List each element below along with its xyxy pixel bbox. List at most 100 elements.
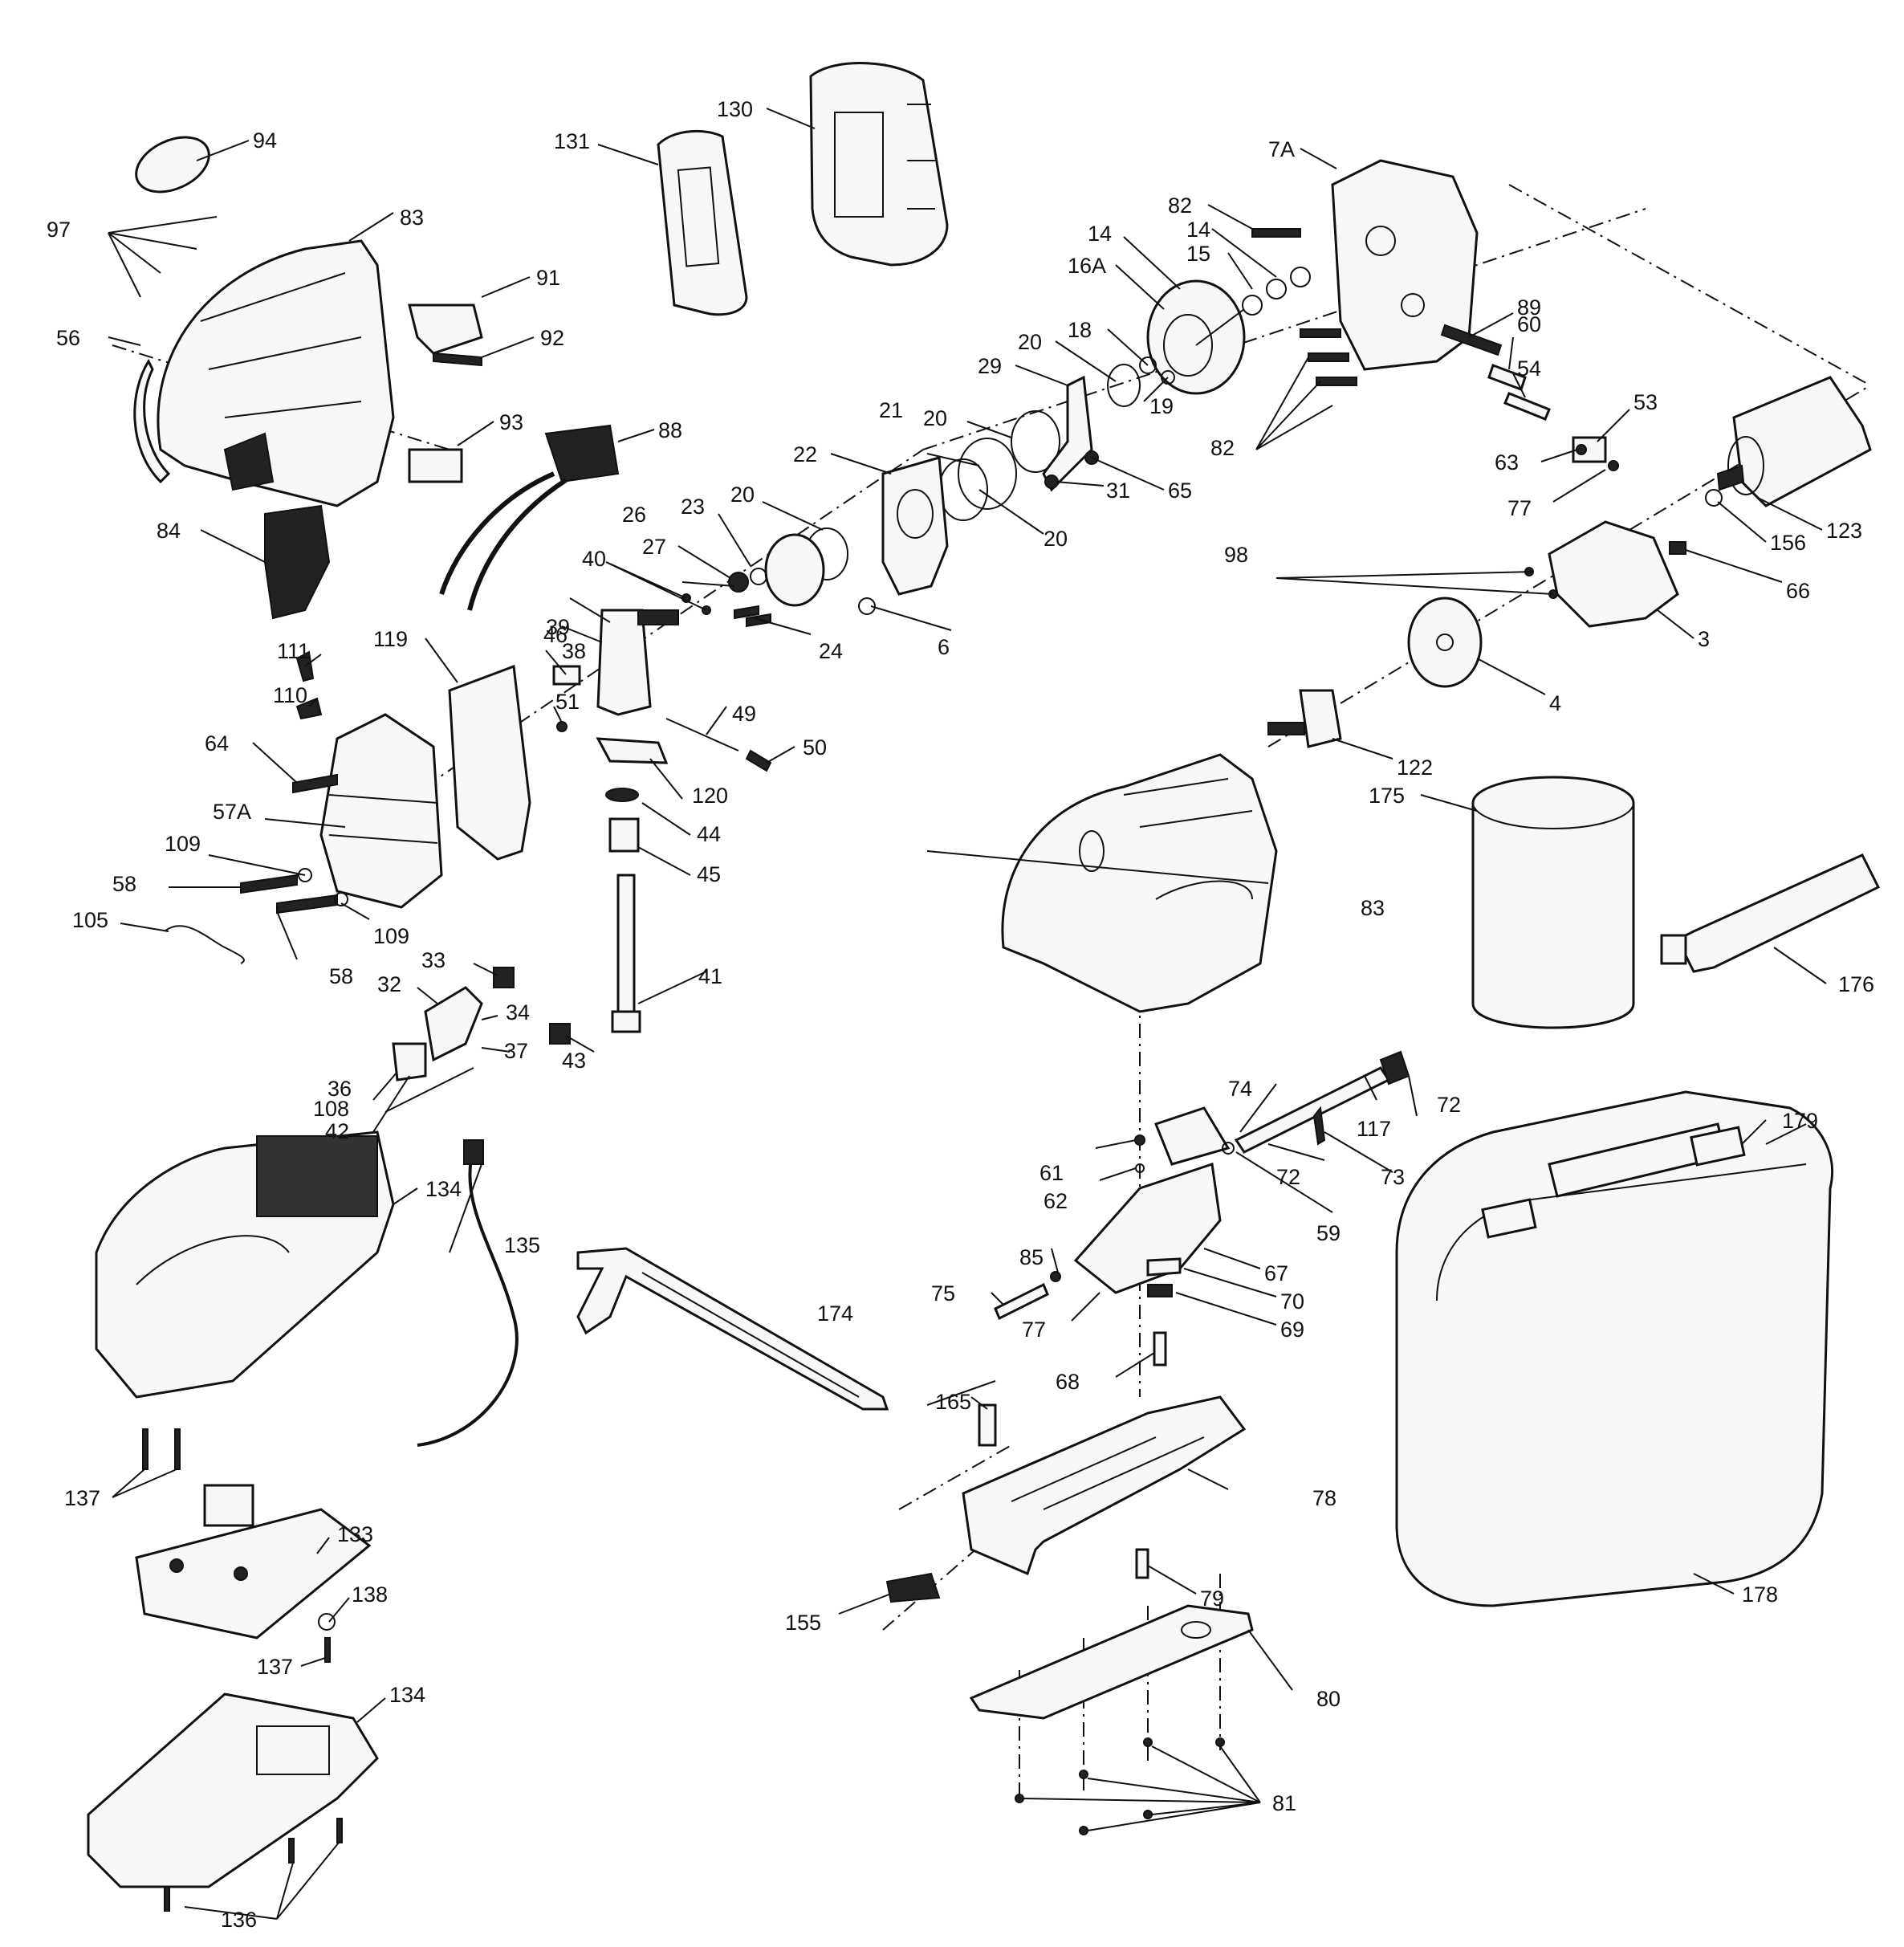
part-7A-gear-housing: [1331, 159, 1479, 371]
label-56: 56: [56, 326, 80, 350]
part-70-69-clips: [1146, 1257, 1182, 1297]
label-136: 136: [221, 1908, 257, 1932]
label-23: 23: [681, 495, 705, 519]
label-74: 74: [1228, 1077, 1252, 1101]
label-82-top: 82: [1168, 193, 1192, 218]
label-73: 73: [1381, 1165, 1405, 1189]
label-83-top: 83: [400, 206, 424, 230]
label-179: 179: [1782, 1109, 1818, 1133]
label-37: 37: [504, 1039, 528, 1063]
label-20-d: 20: [730, 483, 755, 507]
part-93-switch-bracket: [408, 448, 463, 483]
label-20-a: 20: [1018, 330, 1042, 354]
part-64-screw: [292, 773, 338, 794]
label-80: 80: [1316, 1687, 1341, 1711]
label-26: 26: [622, 503, 646, 527]
label-27: 27: [642, 535, 666, 559]
label-31: 31: [1106, 479, 1130, 503]
part-119-gasket: [448, 664, 531, 861]
part-134-charger-top: [95, 1130, 395, 1399]
part-14-washers: [1242, 267, 1311, 316]
label-16A: 16A: [1068, 254, 1106, 278]
part-111-110-clips: [295, 650, 323, 720]
label-41: 41: [698, 964, 722, 988]
label-133: 133: [337, 1522, 373, 1546]
part-6-washer: [858, 597, 876, 615]
label-50: 50: [803, 735, 827, 760]
part-75-85-pin-washer: [994, 1271, 1061, 1321]
part-174-rip-fence: [576, 1247, 889, 1411]
label-155: 155: [785, 1611, 821, 1635]
label-40: 40: [582, 547, 606, 571]
part-81-screws: [1015, 1737, 1225, 1835]
label-42: 42: [325, 1119, 349, 1143]
label-44: 44: [697, 822, 721, 846]
part-20-rings: [805, 364, 1141, 580]
part-92-spring: [433, 352, 482, 367]
part-66-clip: [1669, 541, 1686, 555]
label-88: 88: [658, 418, 682, 442]
label-72-bottom: 72: [1276, 1165, 1300, 1189]
part-178-carry-case: [1395, 1090, 1834, 1607]
part-89-60-54-pins: [1440, 324, 1551, 421]
label-33: 33: [421, 948, 445, 972]
part-58-109-screws: [240, 868, 348, 914]
label-156: 156: [1770, 531, 1806, 555]
part-94-label-plate: [135, 136, 210, 193]
label-175: 175: [1369, 784, 1405, 808]
label-53: 53: [1633, 390, 1658, 414]
part-26-27-bushing: [728, 568, 767, 593]
label-68: 68: [1056, 1370, 1080, 1394]
part-156-ring: [1705, 489, 1723, 507]
label-51: 51: [555, 690, 580, 714]
label-58-left: 58: [112, 872, 136, 896]
part-130-battery-pack: [809, 62, 949, 267]
label-111: 111: [277, 639, 310, 663]
part-105-wire-spring: [164, 925, 245, 964]
part-135-power-cord: [417, 1139, 519, 1447]
label-54: 54: [1517, 356, 1541, 381]
label-130: 130: [717, 97, 753, 121]
part-138-washer: [318, 1613, 336, 1631]
label-176: 176: [1838, 972, 1874, 996]
part-49-50-rod-spring: [665, 718, 772, 772]
part-176-tube: [1660, 853, 1881, 973]
part-41-plunger-rod: [611, 874, 641, 1033]
label-34: 34: [506, 1000, 530, 1024]
label-38: 38: [562, 639, 586, 663]
part-67-gear-housing-lower: [1073, 1106, 1231, 1294]
label-77-bottom: 77: [1022, 1318, 1046, 1342]
label-43: 43: [562, 1049, 586, 1073]
label-57A: 57A: [213, 800, 251, 824]
label-89: 89: [1517, 295, 1541, 320]
label-22: 22: [793, 442, 817, 466]
label-58-right: 58: [329, 964, 353, 988]
label-109-top: 109: [165, 832, 201, 856]
part-78-shoe: [962, 1395, 1247, 1576]
label-138: 138: [352, 1582, 388, 1607]
label-137-top: 137: [64, 1486, 100, 1510]
part-24-screws: [734, 605, 771, 628]
label-20-c: 20: [1044, 527, 1068, 551]
part-83-housing-right: [1001, 753, 1278, 1013]
part-165-screw: [978, 1403, 997, 1447]
label-62: 62: [1044, 1189, 1068, 1213]
part-80-base-plate: [969, 1604, 1254, 1720]
label-135: 135: [504, 1233, 540, 1257]
label-123: 123: [1826, 519, 1862, 543]
label-20-b: 20: [923, 406, 947, 430]
label-49: 49: [732, 702, 756, 726]
label-64: 64: [205, 731, 229, 756]
part-3-motor-bracket: [1548, 520, 1679, 628]
label-72-top: 72: [1437, 1093, 1461, 1117]
label-94: 94: [253, 128, 277, 153]
part-16A-gear: [1146, 279, 1246, 395]
part-120-plate: [596, 737, 669, 764]
part-155-clip: [885, 1572, 941, 1603]
label-3: 3: [1698, 627, 1710, 651]
part-21-seal: [958, 438, 1017, 510]
label-15: 15: [1186, 242, 1210, 266]
label-83-right: 83: [1361, 896, 1385, 920]
part-29-cam-lever: [1042, 375, 1093, 492]
part-136-screws: [164, 1818, 343, 1912]
